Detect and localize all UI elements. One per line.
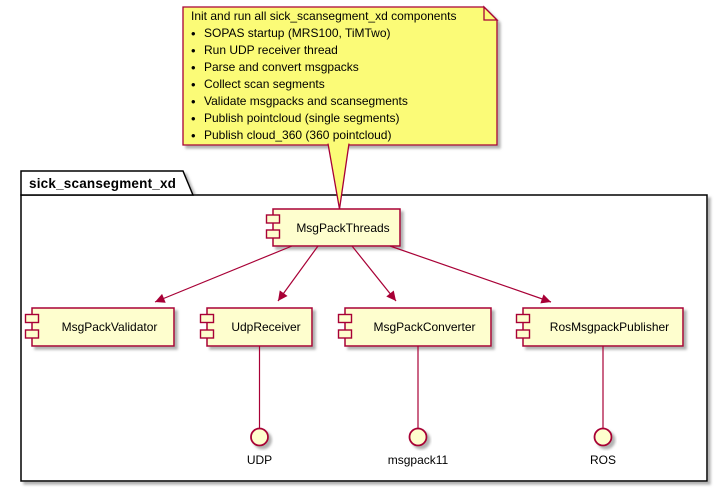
package-tab (20, 170, 195, 196)
component-port-icon (24, 329, 40, 339)
note-pointer (327, 143, 350, 210)
bullet-icon: • (191, 111, 196, 126)
note-fold-icon (483, 5, 499, 21)
note (182, 5, 499, 146)
bullet-icon: • (191, 60, 196, 75)
interface-label-msgpack11: msgpack11 (387, 453, 449, 467)
note-bullet: • SOPAS startup (MRS100, TiMTwo) (191, 25, 497, 42)
arrow-to-msgpackconverter (351, 245, 397, 302)
note-bullet-text: Collect scan segments (204, 77, 325, 91)
note-bullet: • Validate msgpacks and scansegments (191, 93, 497, 110)
component-port-icon (265, 214, 281, 224)
component-port-icon (199, 313, 215, 324)
component-port-icon (199, 329, 215, 339)
note-bullet: • Run UDP receiver thread (191, 42, 497, 59)
component-udpreceiver (199, 307, 313, 347)
interface-label-udp: UDP (246, 453, 273, 467)
component-msgpackvalidator (24, 307, 175, 347)
interface-circle-msgpack11 (408, 427, 428, 447)
component-msgpackconverter (337, 307, 492, 347)
arrow-to-rosmsgpackpublisher (389, 245, 552, 304)
component-rosmsgpackpublisher (515, 307, 684, 347)
component-label-msgpackthreads: MsgPackThreads (296, 220, 390, 235)
note-bullet-text: Publish pointcloud (single segments) (204, 111, 400, 125)
bullet-icon: • (191, 77, 196, 92)
component-port-icon (515, 329, 531, 339)
component-label-udpreceiver: UdpReceiver (231, 320, 301, 334)
arrow-to-udpreceiver (277, 245, 319, 302)
arrow-to-msgpackvalidator (154, 245, 293, 303)
interface-circle-udp (250, 427, 269, 447)
note-title: Init and run all sick_scansegment_xd com… (191, 9, 457, 23)
note-text: Init and run all sick_scansegment_xd com… (183, 8, 497, 144)
component-port-icon (265, 229, 281, 239)
bullet-icon: • (191, 43, 196, 58)
note-bullet: • Collect scan segments (191, 76, 497, 93)
note-bullet-text: SOPAS startup (MRS100, TiMTwo) (204, 26, 391, 40)
note-bullet-text: Parse and convert msgpacks (204, 60, 359, 74)
component-port-icon (337, 329, 353, 339)
interface-label-ros: ROS (589, 453, 616, 467)
note-bullet: • Publish cloud_360 (360 pointcloud) (191, 127, 497, 144)
bullet-icon: • (191, 26, 196, 41)
component-port-icon (515, 313, 531, 324)
component-label-rosmsgpackpublisher: RosMsgpackPublisher (549, 320, 670, 334)
component-port-icon (337, 313, 353, 324)
note-bullet: • Publish pointcloud (single segments) (191, 110, 497, 127)
component-label-msgpackvalidator: MsgPackValidator (61, 320, 158, 334)
component-label-msgpackconverter: MsgPackConverter (373, 320, 476, 334)
note-bullet: • Parse and convert msgpacks (191, 59, 497, 76)
bullet-icon: • (191, 94, 196, 109)
component-port-icon (24, 313, 40, 324)
note-bullet-text: Run UDP receiver thread (204, 43, 338, 57)
bullet-icon: • (191, 128, 196, 143)
note-bullet-text: Publish cloud_360 (360 pointcloud) (204, 128, 392, 142)
interface-circle-ros (593, 427, 613, 447)
note-bullet-text: Validate msgpacks and scansegments (204, 94, 408, 108)
package-title: sick_scansegment_xd (29, 176, 177, 191)
component-msgpackthreads (265, 208, 401, 247)
